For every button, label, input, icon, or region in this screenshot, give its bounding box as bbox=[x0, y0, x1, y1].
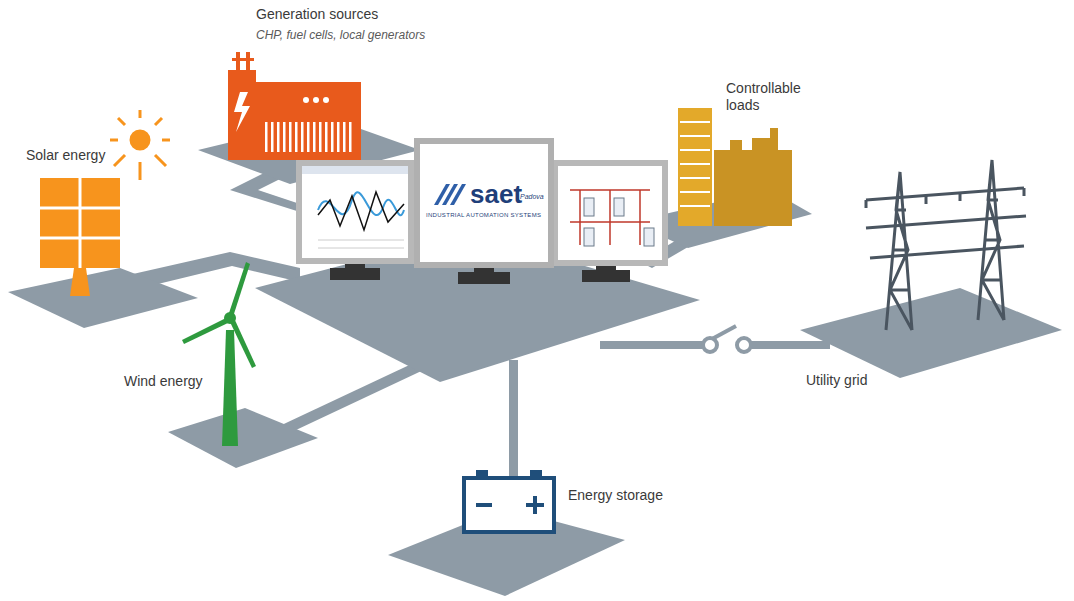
platforms bbox=[8, 118, 1062, 596]
battery-symbol bbox=[464, 470, 554, 532]
pylon-towers bbox=[866, 160, 1026, 330]
logo-tagline: INDUSTRIAL AUTOMATION SYSTEMS bbox=[426, 212, 541, 219]
monitors bbox=[296, 138, 668, 284]
grid-label: Utility grid bbox=[806, 372, 867, 389]
generator-plant bbox=[228, 52, 361, 160]
switch-symbol bbox=[703, 326, 751, 352]
source-subtitle: CHP, fuel cells, local generators bbox=[256, 27, 425, 44]
loads-label: Controllable loads bbox=[726, 80, 810, 114]
sun-symbol bbox=[110, 110, 170, 180]
logo-subtext: Padova bbox=[520, 193, 544, 201]
building-loads bbox=[678, 108, 792, 226]
source-heading: Generation sources bbox=[256, 6, 378, 23]
wind-turbine bbox=[182, 262, 256, 446]
solar-panel bbox=[40, 178, 120, 296]
wind-label: Wind energy bbox=[124, 373, 203, 390]
storage-label: Energy storage bbox=[568, 487, 663, 504]
solar-label: Solar energy bbox=[26, 147, 105, 164]
logo-text: saet bbox=[470, 180, 522, 208]
